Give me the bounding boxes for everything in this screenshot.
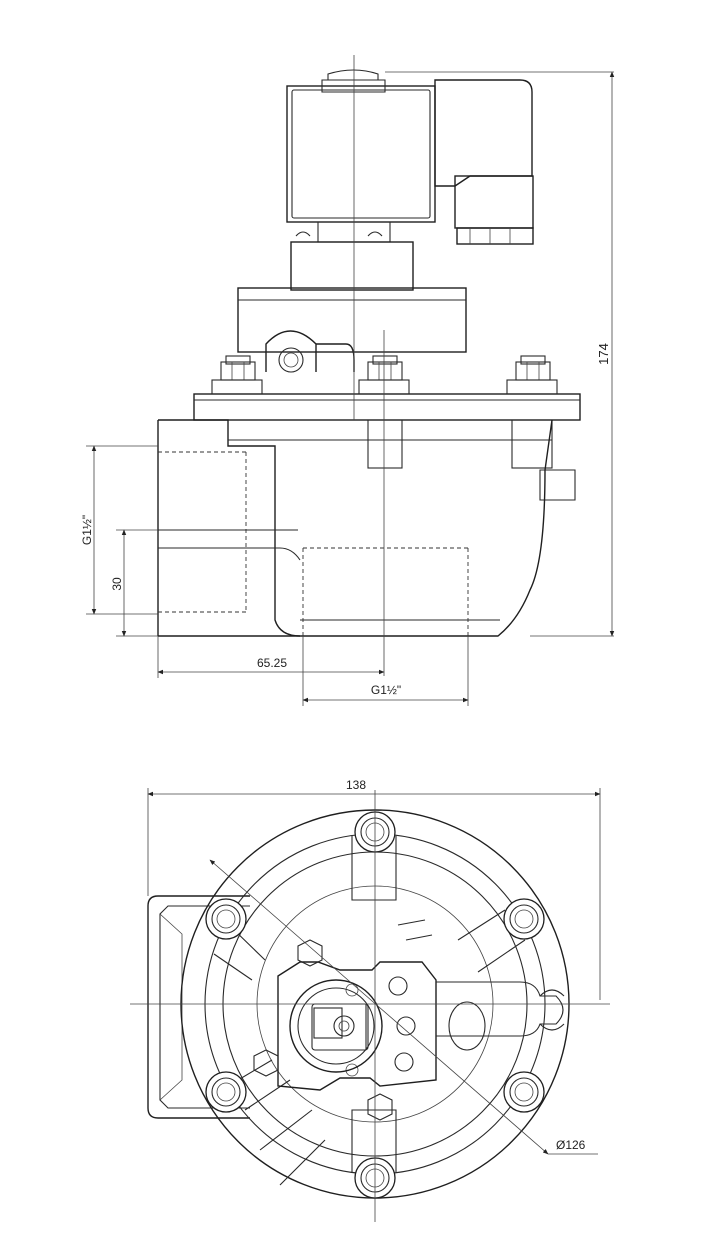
dim-inlet-offset-label: 65.25 — [257, 656, 287, 670]
solenoid-coil — [286, 69, 614, 245]
dim-bolt-circle: Ø126 — [209, 859, 598, 1155]
valve-cover — [237, 287, 467, 373]
body-ribs — [213, 836, 526, 1186]
top-view: 138 Ø126 — [130, 778, 610, 1222]
dim-inlet-thread-label: G1½" — [80, 515, 94, 545]
inlet-port-block — [147, 895, 250, 1119]
valve-body — [157, 419, 553, 637]
bolt-lower-left — [205, 1071, 247, 1113]
dim-inlet-offset: 65.25 — [157, 636, 385, 678]
bolt-lower-right — [503, 1071, 545, 1113]
dim-height: 174 — [530, 71, 615, 637]
dim-bolt-circle-label: Ø126 — [556, 1138, 586, 1152]
bolt-upper-right — [503, 898, 545, 940]
dim-outlet-thread-label: G1½" — [371, 683, 401, 697]
bolt-left — [211, 355, 263, 395]
dim-overall-width-label: 138 — [346, 778, 366, 792]
dim-overall-width: 138 — [147, 778, 601, 1000]
dim-outlet-thread: G1½" — [302, 636, 469, 706]
coil-center — [289, 979, 383, 1073]
dim-inlet-height-label: 30 — [110, 577, 124, 591]
dim-inlet-height: 30 — [110, 529, 158, 637]
bolt-right — [506, 355, 558, 395]
flange-plate — [193, 355, 581, 501]
side-view: 174 G1½" 30 65.25 G1½" — [80, 55, 615, 706]
bolt-upper-left — [205, 898, 247, 940]
dim-height-label: 174 — [596, 343, 611, 365]
armature-tube — [290, 221, 414, 291]
